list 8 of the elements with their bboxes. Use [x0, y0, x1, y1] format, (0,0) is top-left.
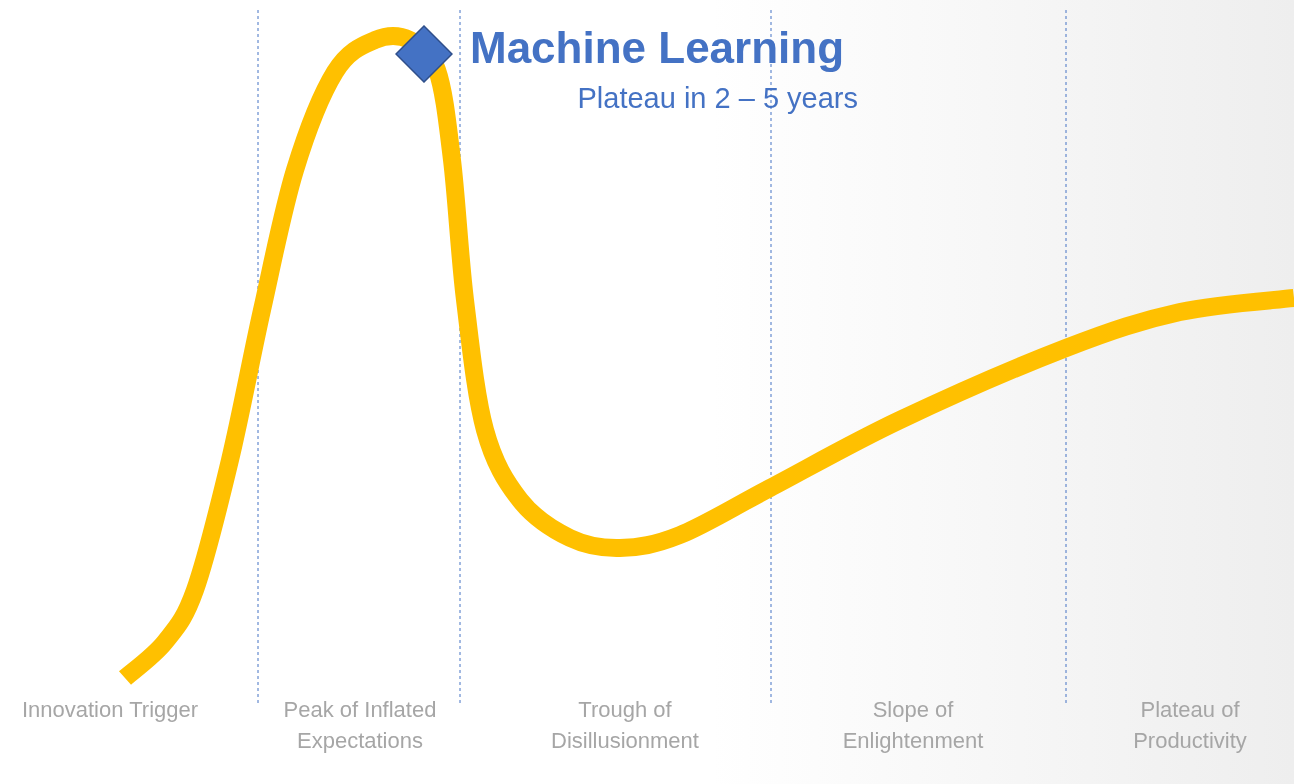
technology-name: Machine Learning	[470, 26, 845, 70]
phase-label: Peak of Inflated Expectations	[282, 696, 438, 755]
phase-label: Plateau of Productivity	[1132, 696, 1248, 755]
milestone-marker	[395, 25, 453, 83]
plateau-estimate: Plateau in 2 – 5 years	[577, 84, 858, 113]
phase-label: Innovation Trigger	[20, 696, 200, 724]
phase-label: Trough of Disillusionment	[550, 696, 700, 755]
phase-label: Slope of Enlightenment	[841, 696, 985, 755]
